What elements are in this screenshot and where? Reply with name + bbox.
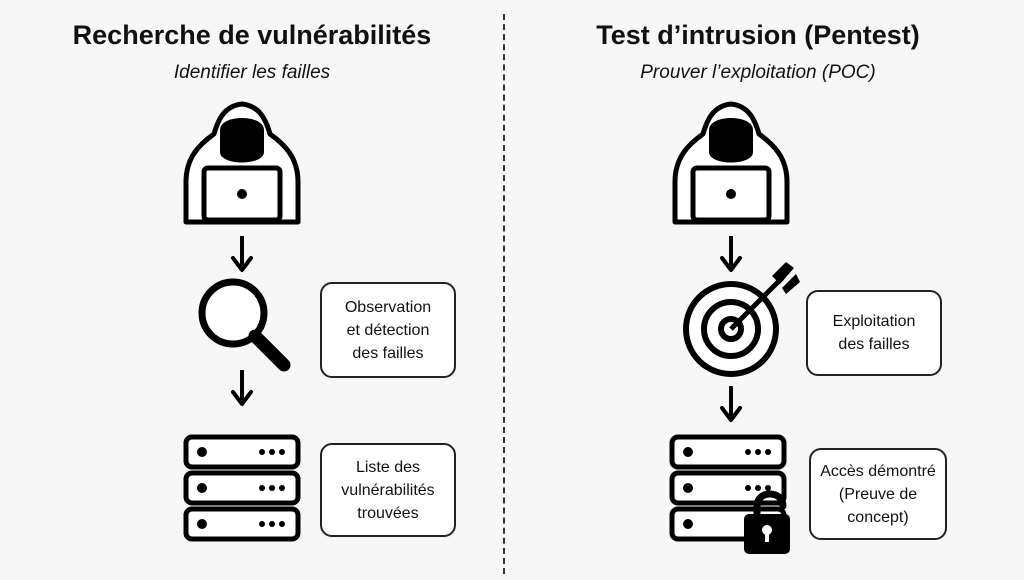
magnifier-icon (198, 278, 291, 372)
left-step1-box: Observation et détection des failles (320, 282, 456, 378)
right-arrow-1 (720, 234, 742, 272)
left-title: Recherche de vulnérabilités (72, 20, 432, 50)
right-step1-box: Exploitation des failles (806, 290, 942, 376)
left-subtitle: Identifier les failles (173, 62, 331, 83)
right-step2-label: Accès démontré (Preuve de concept) (820, 462, 936, 526)
left-arrow-1 (231, 234, 253, 272)
right-title: Test d’intrusion (Pentest) (596, 20, 920, 50)
target-icon (683, 262, 800, 377)
left-step1-label: Observation et détection des failles (344, 298, 432, 362)
right-arrow-2 (720, 384, 742, 422)
left-hacker-icon (186, 104, 298, 222)
left-step2-box: Liste des vulnérabilités trouvées (320, 443, 456, 537)
column-divider (503, 14, 505, 574)
right-step2-box: Accès démontré (Preuve de concept) (809, 448, 947, 540)
left-step2-label: Liste des vulnérabilités trouvées (341, 458, 435, 522)
right-subtitle: Prouver l’exploitation (POC) (640, 62, 876, 83)
unlocked-padlock-icon (744, 490, 790, 554)
left-arrow-2 (231, 368, 253, 406)
right-step1-label: Exploitation des failles (832, 313, 916, 353)
left-server-icon (186, 437, 298, 539)
right-hacker-icon (675, 104, 787, 222)
